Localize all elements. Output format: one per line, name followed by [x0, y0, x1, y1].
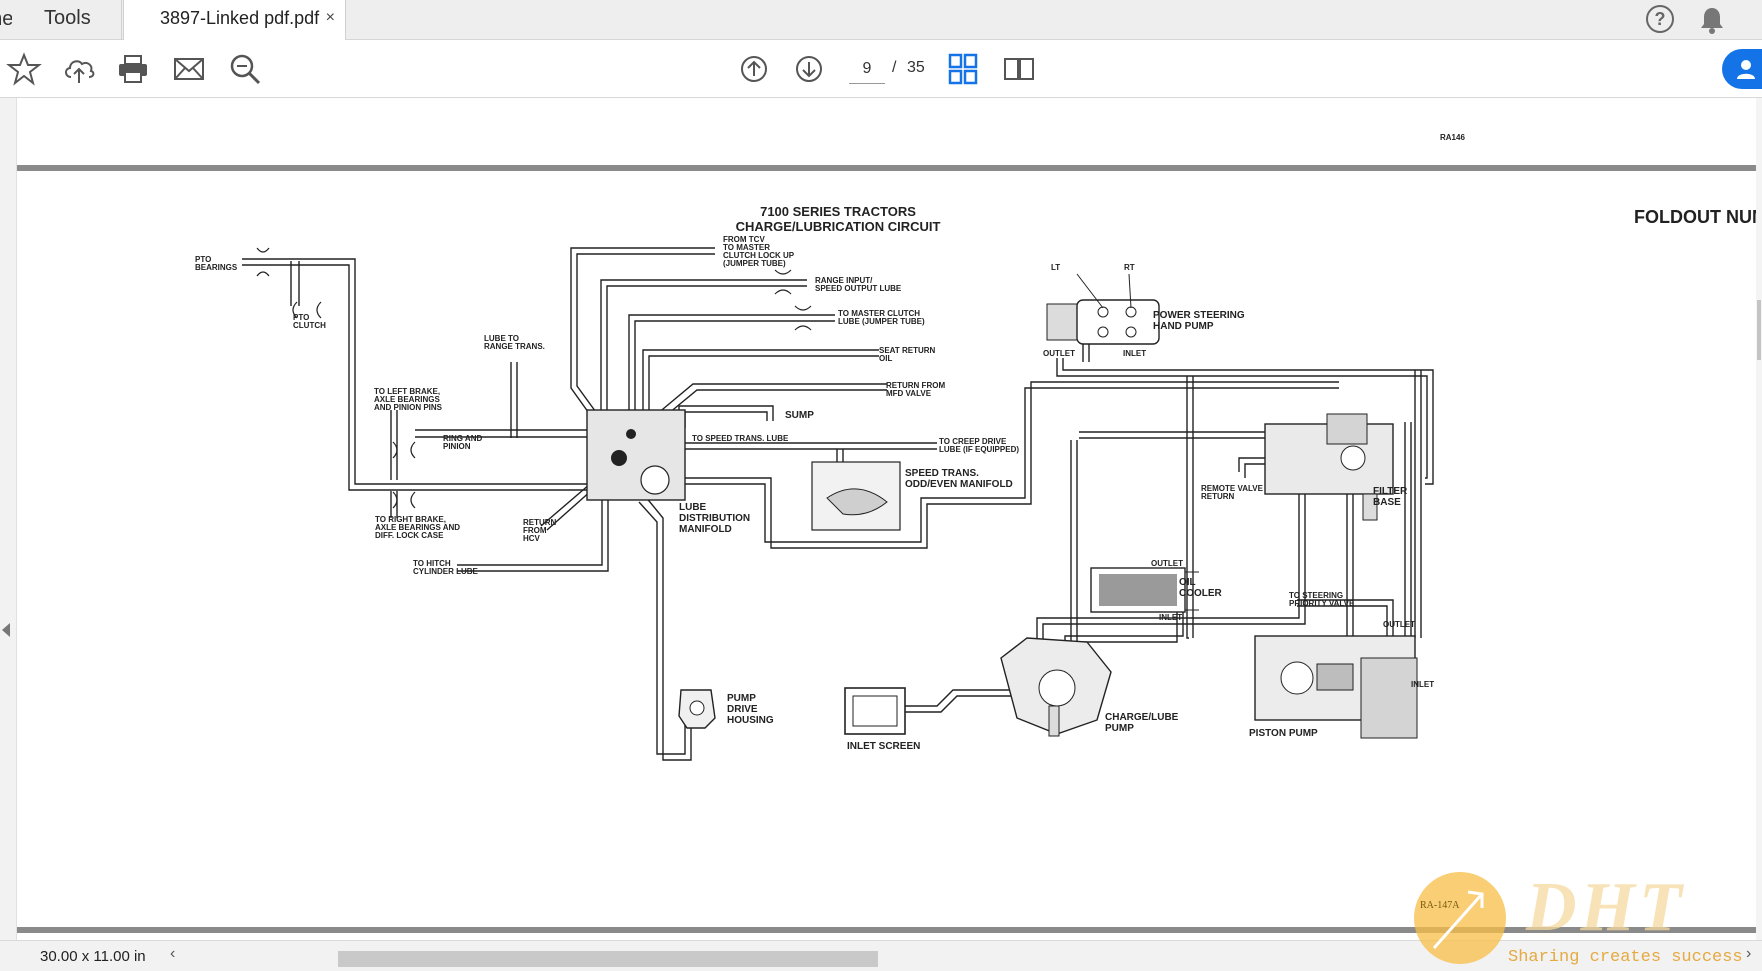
mail-icon[interactable] [171, 51, 207, 87]
label-pump-drive-1: PUMP [727, 693, 756, 704]
label-piston-pump: PISTON PUMP [1249, 728, 1318, 739]
label-inlet-screen: INLET SCREEN [847, 741, 920, 752]
vertical-scrollbar[interactable] [1756, 98, 1762, 940]
page-up-icon[interactable] [736, 51, 772, 87]
page-down-icon[interactable] [791, 51, 827, 87]
label-cooler-inlet: INLET [1159, 613, 1182, 622]
total-pages: 35 [907, 59, 925, 77]
label-ps-pump-2: HAND PUMP [1153, 321, 1214, 332]
cloud-upload-icon[interactable] [61, 51, 97, 87]
label-from-tcv-4: (JUMPER TUBE) [723, 259, 786, 268]
label-pto-clutch-2: CLUTCH [293, 321, 326, 330]
pump-drive-housing [679, 690, 715, 728]
page-separator: / [892, 59, 896, 77]
share-user-button[interactable] [1722, 49, 1762, 89]
star-icon[interactable] [6, 51, 42, 87]
document-page: RA146 7100 SERIES TRACTORS CHARGE/LUBRIC… [17, 98, 1756, 940]
label-ring-pinion-2: PINION [443, 442, 471, 451]
diagram-title-line2: CHARGE/LUBRICATION CIRCUIT [736, 219, 941, 234]
label-pto-bearings-2: BEARINGS [195, 263, 238, 272]
print-icon[interactable] [115, 51, 151, 87]
orifice-symbols [257, 248, 811, 508]
scroll-right-arrow-icon[interactable]: › [1746, 945, 1751, 963]
label-lube-range-2: RANGE TRANS. [484, 342, 545, 351]
tab-home-label: Home [0, 8, 12, 30]
bell-icon[interactable] [1698, 5, 1726, 35]
left-panel-toggle[interactable] [0, 98, 17, 940]
label-master-clutch-2: LUBE (JUMPER TUBE) [838, 317, 925, 326]
label-hitch-lube-2: CYLINDER LUBE [413, 567, 479, 576]
collapse-left-arrow-icon[interactable] [2, 623, 10, 637]
page-bottom-divider [17, 927, 1756, 933]
label-left-brake-3: AND PINION PINS [374, 403, 443, 412]
foldout-number: FOLDOUT NUMB [1634, 207, 1756, 227]
label-ps-inlet: INLET [1123, 349, 1146, 358]
scroll-left-arrow-icon[interactable]: ‹ [170, 945, 175, 963]
tab-tools[interactable]: Tools [22, 0, 122, 40]
label-return-hcv-3: HCV [523, 534, 541, 543]
label-pump-drive-3: HOUSING [727, 715, 774, 726]
tab-tools-label: Tools [44, 7, 91, 29]
charge-lube-pump [1001, 638, 1111, 736]
label-lube-manifold-2: DISTRIBUTION [679, 513, 750, 524]
label-pump-drive-2: DRIVE [727, 704, 758, 715]
top-ref: RA146 [1440, 133, 1465, 142]
speed-trans-manifold [812, 462, 900, 530]
label-lt: LT [1051, 263, 1060, 272]
fit-page-icon[interactable] [945, 51, 981, 87]
lube-manifold-block [587, 410, 685, 500]
label-filter-base-2: BASE [1373, 497, 1401, 508]
status-bar: 30.00 x 11.00 in ‹ › [0, 940, 1762, 971]
close-tab-icon[interactable]: × [326, 0, 335, 36]
label-lube-manifold-3: MANIFOLD [679, 524, 732, 535]
label-charge-pump-1: CHARGE/LUBE [1105, 712, 1179, 723]
share-user-icon [1736, 57, 1760, 81]
piston-pump [1255, 636, 1417, 738]
page-number-input[interactable] [849, 54, 885, 84]
two-page-view-icon[interactable] [1001, 51, 1037, 87]
label-filter-base-1: FILTER [1373, 486, 1408, 497]
label-speed-manifold-2: ODD/EVEN MANIFOLD [905, 479, 1013, 490]
label-speed-lube: TO SPEED TRANS. LUBE [692, 434, 789, 443]
label-oil-cooler-2: COOLER [1179, 588, 1223, 599]
zoom-search-icon[interactable] [227, 51, 263, 87]
label-lube-manifold-1: LUBE [679, 502, 707, 513]
label-charge-pump-2: PUMP [1105, 723, 1134, 734]
label-range-input-2: SPEED OUTPUT LUBE [815, 284, 902, 293]
label-piston-outlet: OUTLET [1383, 620, 1415, 629]
horizontal-scroll-thumb[interactable] [338, 951, 878, 967]
tab-home[interactable]: Home [0, 0, 12, 40]
label-piston-inlet: INLET [1411, 680, 1434, 689]
label-oil-cooler-1: OIL [1179, 577, 1196, 588]
label-remote-valve-2: RETURN [1201, 492, 1235, 501]
label-ps-outlet: OUTLET [1043, 349, 1075, 358]
tab-document[interactable]: 3897-Linked pdf.pdf × [123, 0, 346, 41]
schematic-diagram: RA146 7100 SERIES TRACTORS CHARGE/LUBRIC… [17, 98, 1756, 940]
page-size-readout: 30.00 x 11.00 in [40, 948, 146, 965]
label-creep-drive-2: LUBE (IF EQUIPPED) [939, 445, 1019, 454]
toolbar: / 35 [0, 40, 1762, 98]
label-rt: RT [1124, 263, 1135, 272]
help-icon[interactable]: ? [1646, 5, 1674, 33]
label-speed-manifold-1: SPEED TRANS. [905, 468, 979, 479]
label-ps-pump-1: POWER STEERING [1153, 310, 1245, 321]
label-cooler-outlet: OUTLET [1151, 559, 1183, 568]
tab-document-label: 3897-Linked pdf.pdf [160, 8, 319, 28]
vertical-scroll-thumb[interactable] [1757, 300, 1761, 360]
label-return-mfd-2: MFD VALVE [886, 389, 932, 398]
label-steering-priority-2: PRIORITY VALVE [1289, 599, 1355, 608]
power-steering-pump [1047, 274, 1159, 344]
label-right-brake-3: DIFF. LOCK CASE [375, 531, 444, 540]
tab-bar: Home Tools 3897-Linked pdf.pdf × ? [0, 0, 1762, 40]
label-sump: SUMP [785, 410, 814, 421]
page-top-divider [17, 165, 1756, 171]
inlet-screen [845, 688, 905, 734]
label-seat-return-2: OIL [879, 354, 892, 363]
diagram-title-line1: 7100 SERIES TRACTORS [760, 204, 916, 219]
